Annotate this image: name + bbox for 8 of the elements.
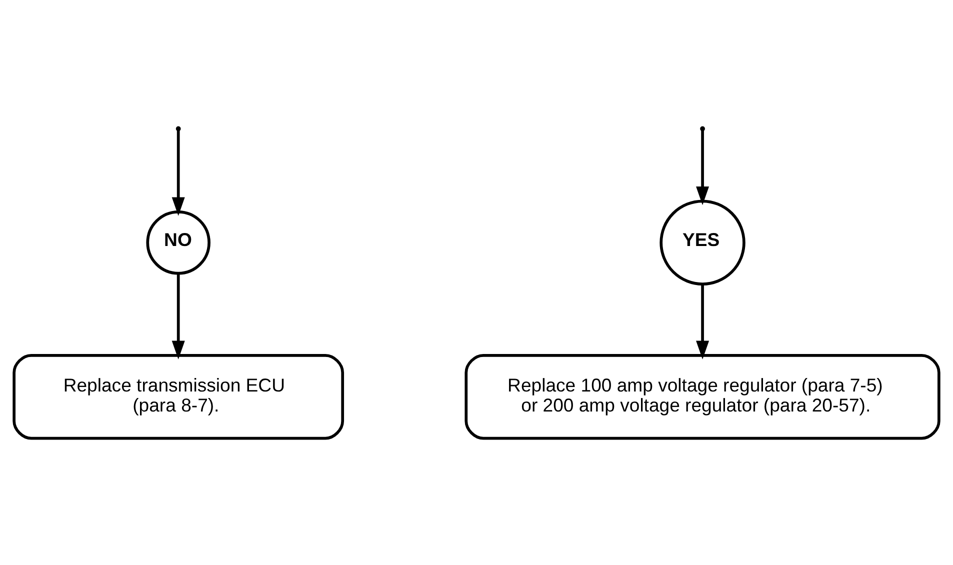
node-circle: YES [660, 199, 746, 285]
arrow [172, 273, 185, 359]
arrow [696, 284, 710, 359]
node-box: Replace transmission ECU (para 8-7). [12, 354, 344, 440]
node-circle: NO [146, 210, 210, 274]
arrow [172, 129, 185, 216]
node-box: Replace 100 amp voltage regulator (para 7-5) or 200 amp voltage regulator (para 20-57). [464, 354, 940, 440]
arrow [696, 129, 710, 205]
